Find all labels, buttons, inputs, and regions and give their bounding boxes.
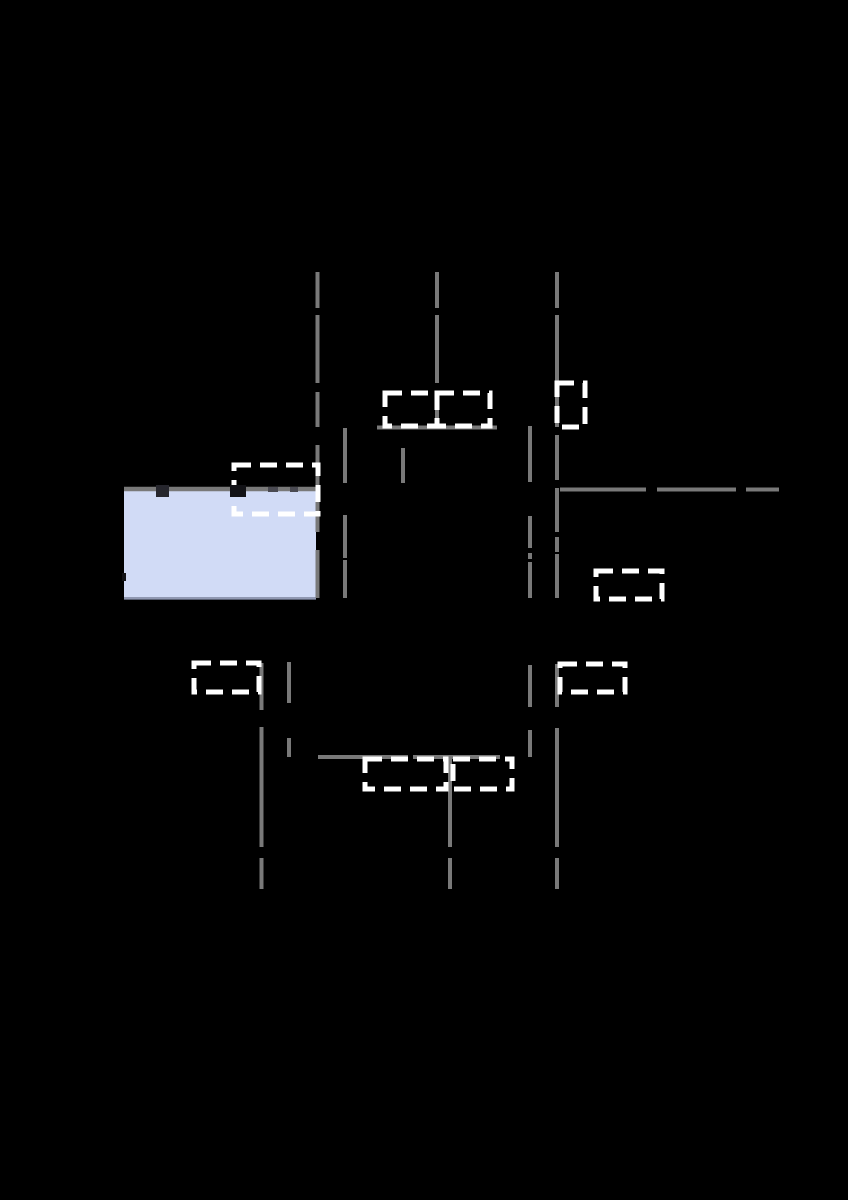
door-marker (122, 573, 126, 581)
door-marker (290, 487, 298, 492)
window-marker (450, 756, 515, 792)
window-marker (382, 390, 440, 429)
window-marker (434, 390, 493, 429)
window-marker (191, 660, 262, 695)
door-marker (156, 485, 169, 497)
highlighted-room (124, 488, 316, 599)
door-marker-layer (122, 485, 298, 581)
window-marker (554, 380, 588, 430)
room-bottom-edge (124, 597, 316, 600)
highlighted-room-layer (124, 488, 316, 600)
window-marker (557, 661, 628, 695)
window-marker (593, 568, 665, 602)
door-marker (268, 487, 278, 492)
window-marker (362, 756, 449, 792)
door-marker (230, 485, 246, 497)
